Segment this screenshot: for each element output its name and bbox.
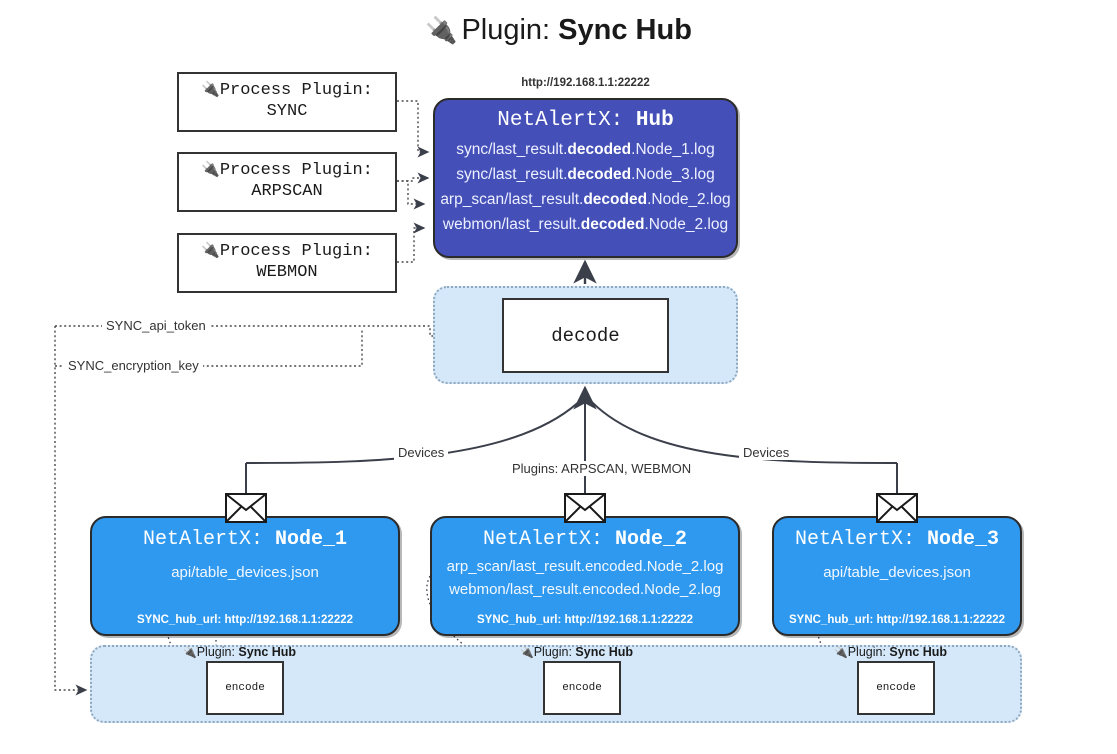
plug-icon: 🔌 [201, 243, 220, 261]
encoder-3-plugin-label: 🔌Plugin: Sync Hub [834, 645, 948, 659]
plug-icon: 🔌 [834, 647, 848, 659]
page-title: 🔌Plugin: Sync Hub [0, 14, 1117, 47]
process-plugin-arpscan-line1: 🔌Process Plugin: [201, 161, 373, 181]
node-box-node-3[interactable]: NetAlertX: Node_3 api/table_devices.json… [772, 516, 1022, 636]
hub-box[interactable]: NetAlertX: Hub sync/last_result.decoded.… [433, 98, 738, 258]
edge-sync-to-hub-line1 [397, 100, 430, 158]
process-plugin-sync-name: SYNC [266, 102, 308, 121]
encode-box-3[interactable]: encode [857, 661, 935, 715]
process-plugin-arpscan-box[interactable]: 🔌Process Plugin: ARPSCAN [177, 152, 397, 212]
encoder-2-plugin-label: 🔌Plugin: Sync Hub [520, 645, 634, 659]
node-box-node-1[interactable]: NetAlertX: Node_1 api/table_devices.json… [90, 516, 400, 636]
node-2-line-2: webmon/last_result.encoded.Node_2.log [449, 581, 721, 599]
page-title-name: Sync Hub [558, 14, 692, 46]
edge-arpscan-to-hub [397, 180, 426, 210]
edge-label-plugins-center: Plugins: ARPSCAN, WEBMON [508, 461, 696, 476]
edge-webmon-to-hub [397, 222, 426, 263]
plug-icon: 🔌 [183, 647, 197, 659]
sync-api-token-label: SYNC_api_token [102, 318, 210, 333]
envelope-icon [876, 493, 918, 523]
node-2-footer: SYNC_hub_url: http://192.168.1.1:22222 [476, 614, 694, 626]
decode-box[interactable]: decode [502, 298, 669, 373]
encoder-1-plugin-label: 🔌Plugin: Sync Hub [183, 645, 297, 659]
hub-title-prefix: NetAlertX: [497, 109, 624, 132]
edge-api-token-to-encoders [54, 326, 88, 696]
hub-log-line-4: webmon/last_result.decoded.Node_2.log [442, 216, 729, 234]
plug-icon: 🔌 [201, 162, 220, 180]
node-3-line-1: api/table_devices.json [823, 564, 971, 581]
plug-icon: 🔌 [520, 647, 534, 659]
process-plugin-webmon-name: WEBMON [256, 263, 318, 282]
node-box-node-2[interactable]: NetAlertX: Node_2 arp_scan/last_result.e… [430, 516, 740, 636]
page-title-prefix: Plugin: [461, 14, 551, 46]
plug-icon: 🔌 [201, 82, 220, 100]
encode-box-1[interactable]: encode [206, 661, 284, 715]
node-3-footer: SYNC_hub_url: http://192.168.1.1:22222 [788, 614, 1006, 626]
encode-box-2[interactable]: encode [543, 661, 621, 715]
node-3-title: NetAlertX: Node_3 [794, 528, 1000, 551]
sync-encryption-key-label: SYNC_encryption_key [64, 358, 203, 373]
process-plugin-arpscan-name: ARPSCAN [251, 182, 323, 201]
process-plugin-webmon-line1: 🔌Process Plugin: [201, 242, 373, 262]
node-1-footer: SYNC_hub_url: http://192.168.1.1:22222 [136, 614, 354, 626]
hub-log-line-2: sync/last_result.decoded.Node_3.log [456, 166, 715, 184]
node-2-line-1: arp_scan/last_result.encoded.Node_2.log [446, 558, 724, 575]
hub-log-line-1: sync/last_result.decoded.Node_1.log [456, 141, 715, 158]
process-plugin-sync-line1: 🔌Process Plugin: [201, 81, 373, 101]
node-2-title: NetAlertX: Node_2 [482, 528, 688, 551]
node-1-line-1: api/table_devices.json [171, 564, 319, 581]
plug-icon: 🔌 [425, 15, 458, 45]
envelope-icon [564, 493, 606, 523]
edge-label-devices-right: Devices [739, 445, 794, 460]
hub-url-label: http://192.168.1.1:22222 [521, 77, 650, 89]
hub-log-line-3: arp_scan/last_result.decoded.Node_2.log [440, 191, 731, 209]
process-plugin-webmon-box[interactable]: 🔌Process Plugin: WEBMON [177, 233, 397, 293]
hub-title-name: Hub [635, 109, 674, 132]
node-1-title: NetAlertX: Node_1 [142, 528, 348, 551]
process-plugin-sync-box[interactable]: 🔌Process Plugin: SYNC [177, 72, 397, 132]
envelope-icon [225, 493, 267, 523]
hub-title: NetAlertX: Hub [435, 109, 736, 132]
edge-sync-to-hub-line2 [397, 172, 430, 184]
edge-label-devices-left: Devices [394, 445, 449, 460]
